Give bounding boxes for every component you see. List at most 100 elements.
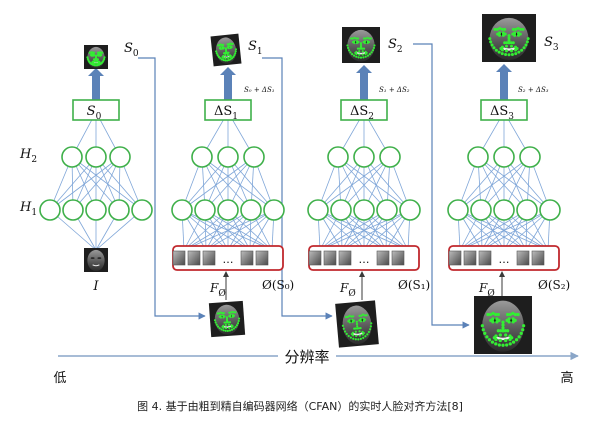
face-output-stage2-landmark: [362, 47, 366, 50]
box-label-stage1: ΔS1: [214, 104, 238, 122]
face-feature-stage2-landmark: [356, 325, 359, 328]
face-input: [84, 248, 108, 272]
face-feature-stage3-landmark: [495, 320, 499, 324]
face-feature-stage3-landmark: [506, 329, 510, 333]
box-label-stage2: ΔS2: [350, 104, 374, 122]
face-output-stage1-landmark: [222, 54, 225, 58]
face-output-stage3-landmark: [520, 48, 524, 52]
face-feature-stage1-landmark: [226, 329, 229, 332]
face-output-s0: [84, 45, 108, 69]
face-output-s0-landmark: [92, 53, 95, 56]
edge-h1-h2: [71, 156, 143, 211]
edge-in-h1-stage1: [205, 209, 275, 251]
edge-h1-h2-stage1: [201, 156, 252, 211]
face-feature-stage1-landmark: [229, 314, 232, 317]
face-feature-stage1-landmark: [226, 319, 229, 322]
face-output-stage2-landmark: [369, 37, 372, 40]
label-stage3: S3: [544, 35, 559, 53]
face-feature-stage1-landmark: [234, 311, 237, 314]
face-output-stage2-landmark: [366, 41, 369, 45]
face-output-stage1-landmark: [229, 55, 232, 59]
box-label-stage3: ΔS3: [490, 104, 514, 122]
face-input-right-eye: [97, 257, 102, 259]
feature-arrow-stage1-head: [223, 271, 229, 277]
face-output-stage2-landmark: [366, 54, 370, 57]
face-output-s0-landmark: [97, 60, 101, 63]
label-s0-main: S: [124, 41, 133, 56]
face-feature-stage3-landmark: [494, 342, 498, 346]
label-h2: H2: [19, 147, 37, 165]
face-feature-stage3-landmark: [521, 324, 526, 328]
label-stage1: S1: [248, 39, 263, 57]
hidden-node-h1-stage2: [307, 199, 329, 221]
face-feature-stage3-landmark: [506, 312, 510, 317]
face-output-stage3-landmark: [495, 27, 499, 31]
face-output-stage2-landmark: [359, 56, 363, 59]
face-output-s0-landmark: [96, 58, 100, 61]
shape-index-patch: [391, 250, 405, 266]
face-feature-stage2-landmark: [370, 322, 373, 325]
face-output-stage1-landmark: [225, 59, 229, 62]
face-feature-stage2-landmark: [358, 314, 361, 317]
hidden-node-h1-stage2: [353, 199, 375, 221]
hidden-node-h1-stage2: [399, 199, 421, 221]
face-feature-stage2-landmark: [364, 335, 367, 338]
face-output-stage3-landmark: [498, 26, 502, 30]
face-output-stage1-landmark: [229, 45, 232, 48]
face-feature-stage3-landmark: [521, 328, 525, 332]
face-input-head: [87, 249, 105, 272]
hidden-node-h1-stage3: [539, 199, 561, 221]
hidden-node-h1-stage2: [376, 199, 398, 221]
face-output-stage2-landmark: [359, 47, 363, 50]
hidden-node-h1: [85, 199, 107, 221]
face-feature-stage2-landmark: [355, 320, 358, 323]
face-output-stage2-landmark: [359, 43, 363, 47]
hidden-node-h2-stage3: [519, 146, 541, 168]
face-output-stage3-landmark: [505, 41, 509, 45]
face-feature-stage3-landmark: [501, 320, 505, 324]
face-output-stage3-landmark: [500, 27, 504, 31]
face-output-stage2: [342, 27, 380, 63]
face-output-stage1-landmark: [226, 53, 229, 57]
face-feature-stage1-landmark: [235, 324, 239, 327]
face-feature-stage2-landmark: [343, 330, 347, 333]
face-feature-stage1-landmark: [215, 323, 218, 326]
face-output-stage2-landmark: [364, 52, 367, 56]
face-feature-stage3-landmark: [498, 333, 502, 337]
face-output-stage1-landmark: [234, 50, 237, 53]
edge-in-h1-stage2: [340, 209, 409, 251]
face-feature-stage1-landmark: [228, 326, 231, 330]
face-output-stage1-landmark: [215, 50, 218, 53]
face-output-stage2-landmark: [368, 53, 371, 56]
flow-s0-to-stage1: [138, 57, 206, 320]
face-output-stage3-landmark: [503, 27, 507, 31]
edge-in-h1-stage3: [480, 209, 549, 251]
hidden-node-h2-stage2: [327, 146, 349, 168]
face-output-stage2-landmark: [356, 37, 360, 40]
face-output-stage3-landmark: [522, 46, 526, 50]
hidden-node-h2: [85, 146, 107, 168]
face-output-stage2-landmark: [361, 53, 364, 56]
face-feature-stage2-landmark: [366, 333, 369, 336]
face-output-stage2-landmark: [364, 55, 367, 58]
face-input-mouth: [92, 264, 100, 267]
face-output-stage3: [482, 14, 536, 62]
face-feature-stage1-landmark: [230, 328, 234, 331]
output-box-s0: [72, 99, 120, 121]
face-feature-stage3-landmark: [501, 326, 505, 330]
face-feature-stage3-landmark: [511, 320, 515, 324]
face-output-s0-landmark: [103, 56, 106, 59]
face-output-stage2-landmark: [353, 36, 356, 39]
face-output-stage3-landmark: [509, 49, 514, 53]
face-output-s0-landmark: [91, 60, 95, 63]
phi-label-stage3: Ø(S₂): [538, 278, 570, 292]
face-output-stage2-landmark: [362, 37, 366, 40]
label-input: I: [92, 279, 99, 294]
face-feature-stage1-landmark: [231, 315, 234, 318]
edge-in-h1-stage3: [457, 209, 527, 251]
face-output-stage2-landmark: [346, 46, 350, 50]
face-output-stage2-landmark: [346, 44, 349, 47]
feature-arrow-stage3-head: [499, 271, 505, 277]
